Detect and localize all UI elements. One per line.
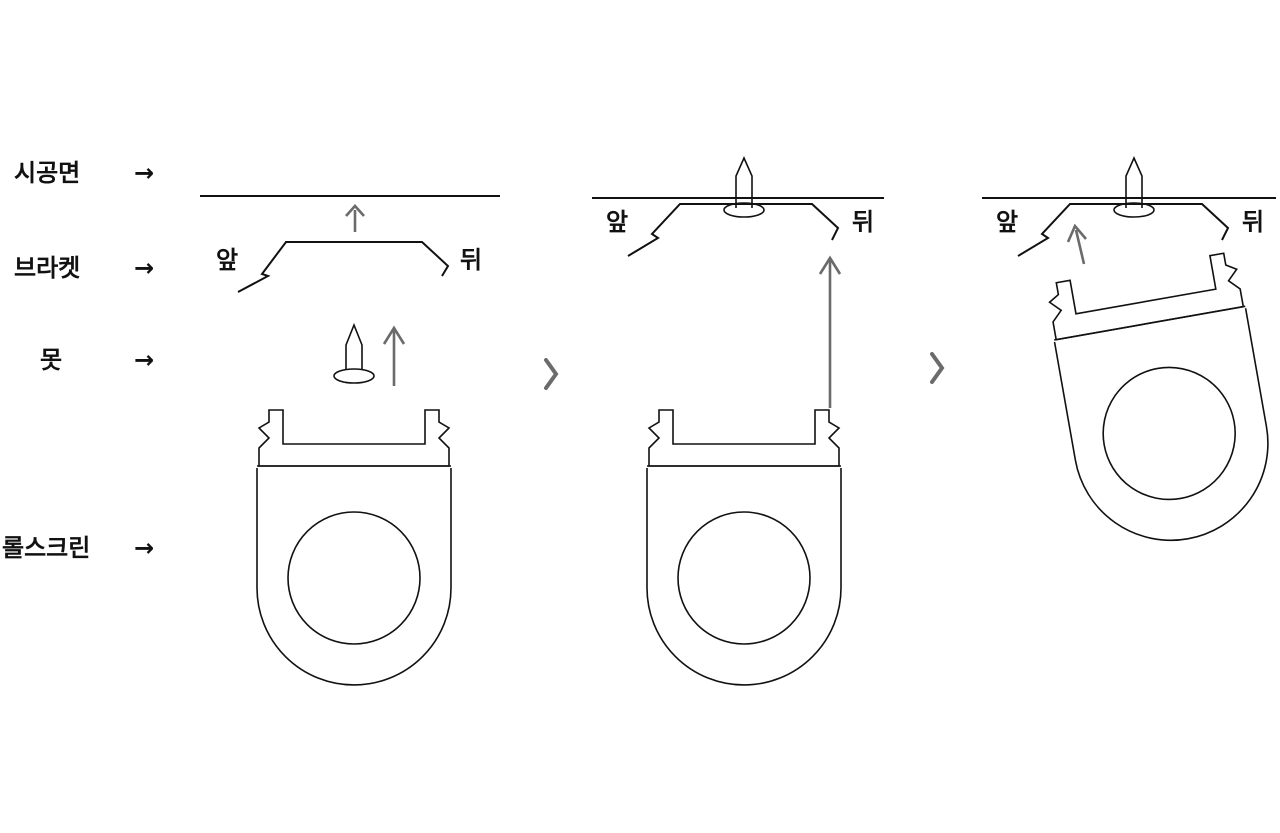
surface-arrow: → <box>134 159 154 187</box>
step-1: 앞 뒤 <box>200 156 500 686</box>
bracket-2 <box>627 203 840 257</box>
bracket-3 <box>1017 203 1230 257</box>
step-3: 앞 뒤 <box>982 156 1280 557</box>
roll-screen-label: 롤스크린 <box>2 534 90 562</box>
roll-screen-3 <box>1043 250 1280 557</box>
bracket-up-arrow <box>345 204 365 232</box>
screw-arrow: → <box>134 346 154 374</box>
front-label-3: 앞 <box>996 208 1018 236</box>
bracket-label: 브라켓 <box>14 254 80 282</box>
front-label-1: 앞 <box>216 246 238 274</box>
screw-2 <box>723 156 765 218</box>
roll-screen-2 <box>646 409 842 686</box>
screw-3 <box>1113 156 1155 218</box>
back-label-3: 뒤 <box>1242 208 1264 236</box>
back-label-1: 뒤 <box>460 246 482 274</box>
step-separator-1 <box>544 358 559 390</box>
step-2: 앞 뒤 <box>592 156 884 686</box>
screw-label: 못 <box>40 346 62 374</box>
roll-screen-1 <box>256 409 452 686</box>
tilt-up-arrow <box>1066 223 1087 265</box>
screw-up-arrow <box>382 325 406 386</box>
front-label-2: 앞 <box>606 208 628 236</box>
back-label-2: 뒤 <box>852 208 874 236</box>
bracket-arrow: → <box>134 254 154 282</box>
screw-1 <box>333 322 375 384</box>
bracket-1 <box>237 241 450 293</box>
insert-up-arrow <box>818 255 842 408</box>
ceiling-hatch-1 <box>204 156 484 196</box>
label-column: 시공면 → 브라켓 → 못 → 롤스크린 → <box>2 159 154 562</box>
surface-label: 시공면 <box>14 159 80 187</box>
roll-screen-arrow: → <box>134 534 154 562</box>
step-separator-2 <box>930 352 945 384</box>
